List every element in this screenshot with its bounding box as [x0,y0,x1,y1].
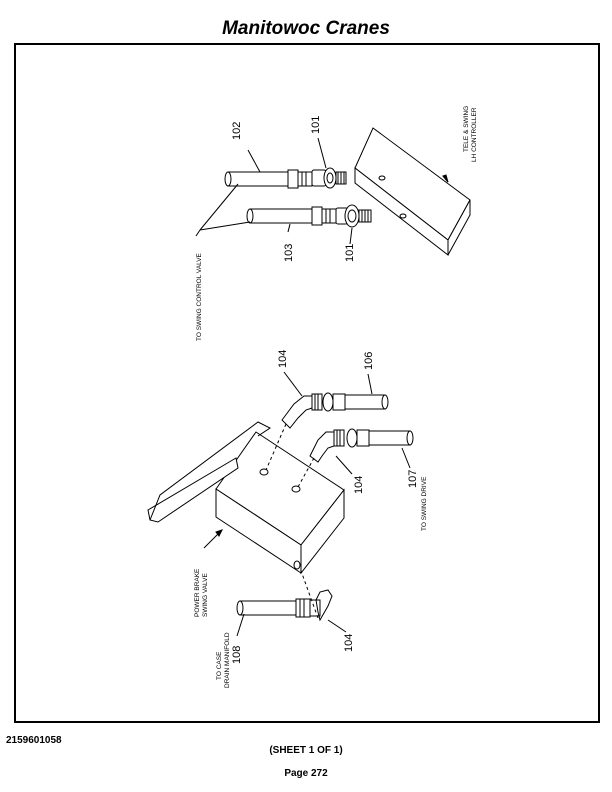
fitting-101-upper [311,167,347,189]
tele-swing-label-line2: LH CONTROLLER [471,107,478,162]
document-number: 2159601058 [6,735,62,746]
power-brake-swing-valve-block [147,421,345,575]
power-brake-label-line1: POWER BRAKE [194,568,201,617]
page-title: Manitowoc Cranes [222,18,390,39]
to-swing-drive-label: TO SWING DRIVE [421,476,428,531]
hose-103 [246,206,337,226]
callout-107: 107 [407,470,419,488]
callout-104-upper: 104 [277,350,289,368]
to-case-label-line2: DRAIN MANIFOLD [224,632,231,688]
to-case-label-line1: TO CASE [216,651,223,680]
callout-106: 106 [363,352,375,370]
drawing-frame [14,43,600,723]
hose-107 [346,428,414,448]
elbow-104-middle [309,429,345,463]
callout-101-lower: 101 [344,244,356,262]
hose-102 [224,169,313,189]
fitting-101-lower [335,204,372,228]
to-swing-control-valve-label: TO SWING CONTROL VALVE [196,252,203,341]
hose-108 [236,598,311,618]
callout-103: 103 [283,244,295,262]
callout-104-middle: 104 [353,476,365,494]
tele-swing-controller-block [354,127,471,257]
sheet-indicator: (SHEET 1 OF 1) [269,745,343,756]
hose-106 [322,392,389,412]
callout-101-upper: 101 [310,116,322,134]
page-number: Page 272 [284,768,328,779]
callout-102: 102 [231,122,243,140]
callout-108: 108 [231,646,243,664]
power-brake-label-line2: SWING VALVE [202,573,209,617]
callout-104-lower: 104 [343,634,355,652]
tele-swing-label-line1: TELE & SWING [463,106,470,152]
elbow-104-upper [281,393,323,429]
